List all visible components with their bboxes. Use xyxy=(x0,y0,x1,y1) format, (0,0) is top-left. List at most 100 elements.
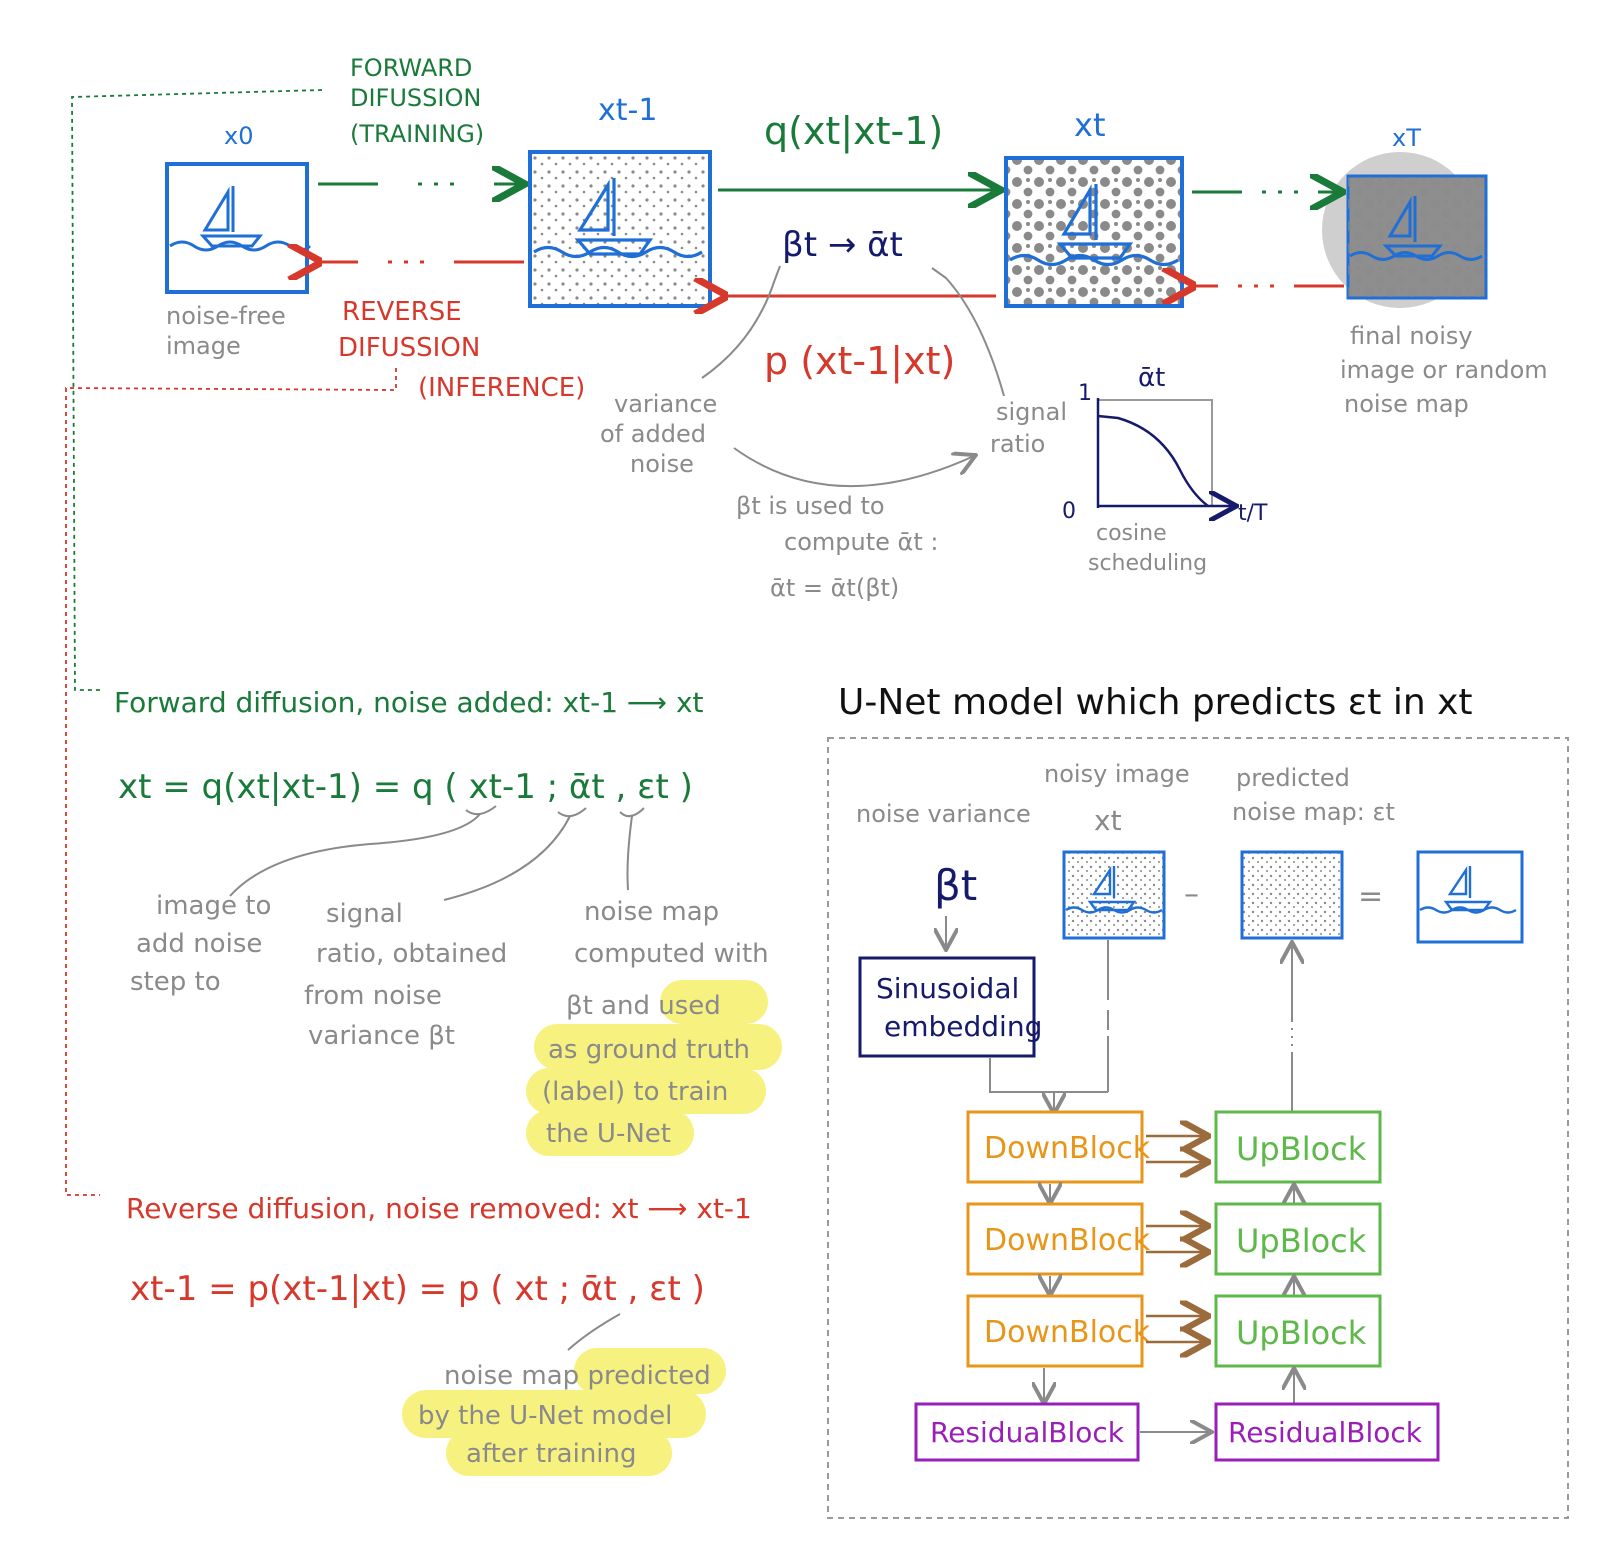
beta-used-line-1: βt is used to xyxy=(736,492,885,520)
upblock-1-label: UpBlock xyxy=(1236,1130,1367,1168)
note-noise-line-2: computed with xyxy=(574,939,769,969)
downblock-1-label: DownBlock xyxy=(984,1131,1151,1166)
unet-predicted-line-1: predicted xyxy=(1236,764,1350,792)
unet-noisy-image xyxy=(1062,850,1166,940)
p-expression: p (xt-1|xt) xyxy=(764,339,955,384)
downblock-1: DownBlock xyxy=(966,1110,1151,1184)
ground-truth-highlight xyxy=(526,980,782,1156)
unet-clean-image xyxy=(1416,850,1524,944)
chart-caption-line-2: scheduling xyxy=(1088,551,1207,576)
reverse-note-line-2: by the U-Net model xyxy=(418,1401,672,1431)
reverse-note-line-3: after training xyxy=(466,1439,637,1469)
note-image-line-1: image to xyxy=(156,891,271,921)
image-connector xyxy=(1050,940,1109,1093)
reverse-equation: xt-1 = p(xt-1|xt) = p ( xt ; ᾱt , εt ) xyxy=(130,1269,705,1309)
embedding-connector xyxy=(989,1058,1100,1093)
note-signal-line-2: ratio, obtained xyxy=(316,939,507,969)
downblock-2-label: DownBlock xyxy=(984,1223,1151,1258)
residual-block-1-label: ResidualBlock xyxy=(930,1416,1125,1449)
final-noisy-line-3: noise map xyxy=(1344,390,1469,418)
unet-beta: βt xyxy=(934,861,977,910)
note-image-line-2: add noise xyxy=(136,929,262,959)
note-noise-line-4: as ground truth xyxy=(548,1035,750,1065)
variance-note-line-1: variance xyxy=(614,390,717,418)
unet-title: U-Net model which predicts εt in xt xyxy=(838,682,1473,723)
upblock-2-label: UpBlock xyxy=(1236,1222,1367,1260)
downblock-3-label: DownBlock xyxy=(984,1315,1151,1350)
alpha-curve xyxy=(1097,414,1209,507)
residual-block-2-label: ResidualBlock xyxy=(1228,1416,1423,1449)
downblock-3: DownBlock xyxy=(966,1294,1151,1368)
label-xT: xT xyxy=(1392,124,1421,152)
note-noise-line-5: (label) to train xyxy=(542,1077,728,1107)
unet-noise-variance: noise variance xyxy=(856,800,1031,828)
forward-label-line-2: DIFUSSION xyxy=(350,84,481,112)
label-xt: xt xyxy=(1074,106,1105,144)
predicted-highlight xyxy=(402,1348,726,1476)
forward-label-line-3: (TRAINING) xyxy=(350,120,484,148)
sinusoidal-embedding-box xyxy=(858,956,1036,1058)
unet-noisy-image-line-2: xt xyxy=(1094,804,1122,837)
upblock-3: UpBlock xyxy=(1214,1294,1382,1368)
forward-link-line xyxy=(71,89,323,691)
reverse-note-line-1: noise map predicted xyxy=(444,1361,711,1391)
label-x0: x0 xyxy=(224,122,253,150)
q-expression: q(xt|xt-1) xyxy=(764,109,943,154)
downblock-2: DownBlock xyxy=(966,1202,1151,1276)
skip-connections xyxy=(1146,1136,1206,1342)
chart-title: ᾱt xyxy=(1138,363,1165,393)
label-xt-minus-1: xt-1 xyxy=(598,93,657,128)
boat-icon xyxy=(1382,196,1444,258)
beta-used-line-3: ᾱt = ᾱt(βt) xyxy=(770,574,899,602)
upblock-2: UpBlock xyxy=(1214,1202,1382,1276)
chart-x-label: t/T xyxy=(1238,501,1268,526)
final-noisy-line-1: final noisy xyxy=(1350,322,1473,350)
forward-heading: Forward diffusion, noise added: xt-1 ⟶ x… xyxy=(114,686,704,719)
reverse-label-line-2: DIFUSSION xyxy=(338,333,480,363)
unet-noisy-image-line-1: noisy image xyxy=(1044,760,1190,788)
forward-equation: xt = q(xt|xt-1) = q ( xt-1 ; ᾱt , εt ) xyxy=(118,767,693,807)
final-noisy-line-2: image or random xyxy=(1340,356,1548,384)
note-signal-line-4: variance βt xyxy=(308,1021,455,1051)
note-signal-line-3: from noise xyxy=(304,981,442,1011)
noise-free-line-2: image xyxy=(166,332,241,360)
boat-icon xyxy=(199,186,264,248)
reverse-link-line xyxy=(65,368,397,1196)
note-noise-line-1: noise map xyxy=(584,897,719,927)
forward-label-line-1: FORWARD xyxy=(350,54,472,82)
signal-note-line-2: ratio xyxy=(990,430,1045,458)
upblock-1: UpBlock xyxy=(1214,1110,1382,1184)
variance-note-line-2: of added xyxy=(600,420,706,448)
beta-to-alpha: βt → ᾱt xyxy=(782,225,903,265)
cosine-schedule-chart: ᾱt 1 0 t/T cosine scheduling xyxy=(1062,363,1268,576)
upblock-3-label: UpBlock xyxy=(1236,1314,1367,1352)
variance-note-line-3: noise xyxy=(630,450,694,478)
chart-y-top: 1 xyxy=(1078,381,1092,406)
chart-caption-line-1: cosine xyxy=(1096,521,1167,546)
boat-icon xyxy=(1056,184,1134,260)
residual-block-1: ResidualBlock xyxy=(914,1402,1140,1462)
unet-equals: = xyxy=(1358,879,1383,914)
image-xt-minus-1 xyxy=(528,150,712,308)
beta-used-arrow xyxy=(733,447,974,488)
unet-minus: – xyxy=(1184,877,1199,912)
reverse-label-line-1: REVERSE xyxy=(342,297,462,327)
embedding-line-1: Sinusoidal xyxy=(876,972,1019,1005)
reverse-heading: Reverse diffusion, noise removed: xt ⟶ x… xyxy=(126,1192,752,1225)
note-signal-line-1: signal xyxy=(326,899,403,929)
signal-note-line-1: signal xyxy=(996,398,1067,426)
reverse-label-line-3: (INFERENCE) xyxy=(418,373,585,403)
image-xT xyxy=(1322,152,1488,308)
residual-block-2: ResidualBlock xyxy=(1214,1402,1440,1462)
image-x0 xyxy=(165,162,312,294)
unet-predicted-noise-image xyxy=(1240,850,1344,940)
chart-y-bottom: 0 xyxy=(1062,499,1076,524)
image-xt xyxy=(1004,156,1184,308)
unet-predicted-line-2: noise map: εt xyxy=(1232,798,1395,826)
note-image-line-3: step to xyxy=(130,967,221,997)
note-noise-line-6: the U-Net xyxy=(546,1119,671,1149)
beta-used-line-2: compute ᾱt : xyxy=(784,528,938,556)
note-noise-line-3: βt and used xyxy=(566,991,721,1021)
embedding-line-2: embedding xyxy=(884,1010,1042,1043)
